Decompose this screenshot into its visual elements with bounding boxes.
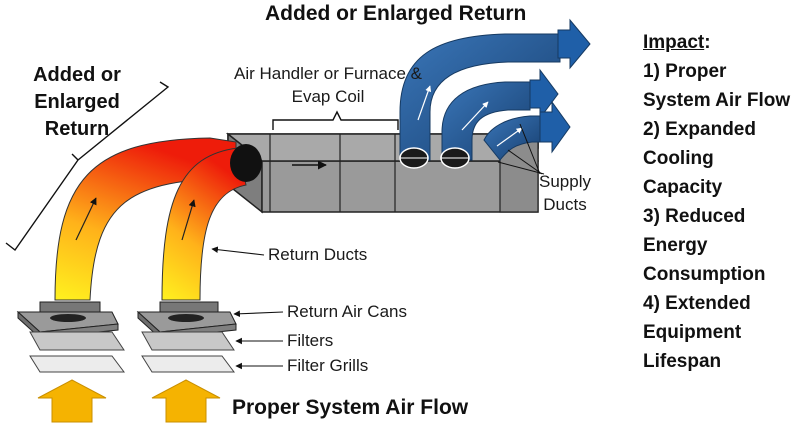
airflow-title: Proper System Air Flow xyxy=(232,396,469,419)
supply-arrow-icon xyxy=(557,18,591,70)
impact-heading-row: Impact: xyxy=(643,28,793,57)
return-duct-original xyxy=(161,147,247,301)
supply-ducts-label: Supply Ducts xyxy=(539,172,591,214)
return-air-cans-pointer xyxy=(233,310,284,318)
added-return-bracket xyxy=(5,81,170,252)
impact-panel: Impact: 1) Proper System Air Flow 2) Exp… xyxy=(643,28,793,376)
return-ducts-pointer xyxy=(211,246,265,256)
impact-item: 3) Reduced Energy Consumption xyxy=(643,206,766,285)
impact-colon: : xyxy=(704,32,711,53)
filters-label: Filters xyxy=(287,331,334,350)
return-air-can xyxy=(16,301,119,340)
impact-heading: Impact xyxy=(643,32,705,53)
supply-arrow-icon xyxy=(539,100,571,154)
air-handler-bracket xyxy=(272,110,399,130)
impact-item: 2) Expanded Cooling Capacity xyxy=(643,119,756,198)
impact-item: 1) Proper System Air Flow xyxy=(643,61,791,111)
supply-arrow-icon xyxy=(529,68,559,120)
airflow-arrow-icon xyxy=(37,379,107,423)
air-handler-label: Air Handler or Furnace & Evap Coil xyxy=(233,64,423,106)
return-ducts-label: Return Ducts xyxy=(268,245,368,264)
return-air-cans-label: Return Air Cans xyxy=(287,302,407,321)
return-duct-opening xyxy=(230,144,262,182)
filter-grill xyxy=(29,355,125,373)
filter-grills-label: Filter Grills xyxy=(287,356,369,375)
filter-grill xyxy=(141,355,235,373)
airflow-arrow-icon xyxy=(151,379,221,423)
filter xyxy=(141,331,235,351)
left-return-title: Added or Enlarged Return xyxy=(33,64,121,140)
filter xyxy=(29,331,125,351)
impact-item: 4) Extended Equipment Lifespan xyxy=(643,293,751,372)
top-return-title: Added or Enlarged Return xyxy=(265,2,527,25)
supply-ducts-pointer xyxy=(497,123,545,175)
